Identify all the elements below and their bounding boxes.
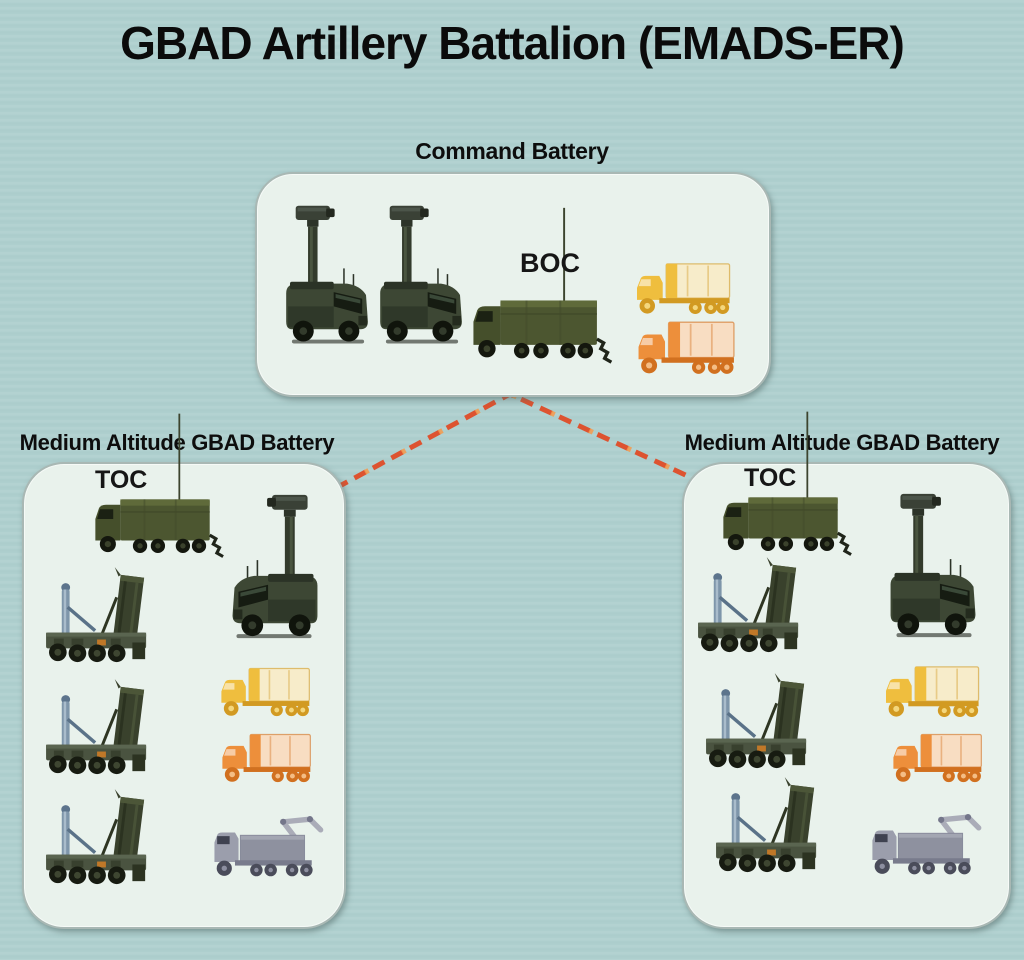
emads-launcher-icon: [694, 554, 812, 657]
right-battery-box: TOC: [682, 462, 1011, 929]
boc-command-truck-icon: [464, 204, 616, 368]
left-battery-label: Medium Altitude GBAD Battery: [19, 430, 335, 455]
toc-label: TOC: [95, 466, 148, 494]
emads-launcher-icon: [42, 676, 160, 779]
crane-truck-gray-icon: [866, 810, 986, 877]
emads-launcher-icon: [42, 786, 160, 889]
supply-truck-yellow-icon: [217, 662, 317, 719]
supply-truck-orange-icon: [888, 728, 990, 785]
emads-launcher-icon: [42, 564, 160, 667]
supply-truck-orange-icon: [635, 315, 741, 377]
page-title: GBAD Artillery Battalion (EMADS-ER): [120, 17, 905, 69]
left-battery-box: TOC: [22, 462, 346, 929]
supply-truck-orange-icon: [217, 728, 319, 785]
command-battery-box: BOC: [255, 172, 771, 397]
surveillance-mast-truck-icon: [884, 488, 984, 646]
emads-launcher-icon: [712, 774, 830, 877]
supply-truck-yellow-icon: [880, 660, 988, 720]
supply-truck-yellow-icon: [632, 257, 738, 317]
surveillance-mast-truck-icon: [224, 489, 324, 647]
toc-label: TOC: [744, 464, 797, 492]
command-battery-label: Command Battery: [415, 138, 609, 164]
toc-command-truck-icon: [90, 407, 224, 565]
surveillance-mast-truck-icon: [280, 200, 376, 352]
emads-launcher-icon: [702, 670, 820, 773]
boc-label: BOC: [520, 248, 580, 278]
crane-truck-gray-icon: [210, 812, 326, 879]
right-battery-label: Medium Altitude GBAD Battery: [684, 430, 1000, 455]
toc-command-truck-icon: [718, 405, 852, 563]
surveillance-mast-truck-icon: [374, 200, 470, 352]
